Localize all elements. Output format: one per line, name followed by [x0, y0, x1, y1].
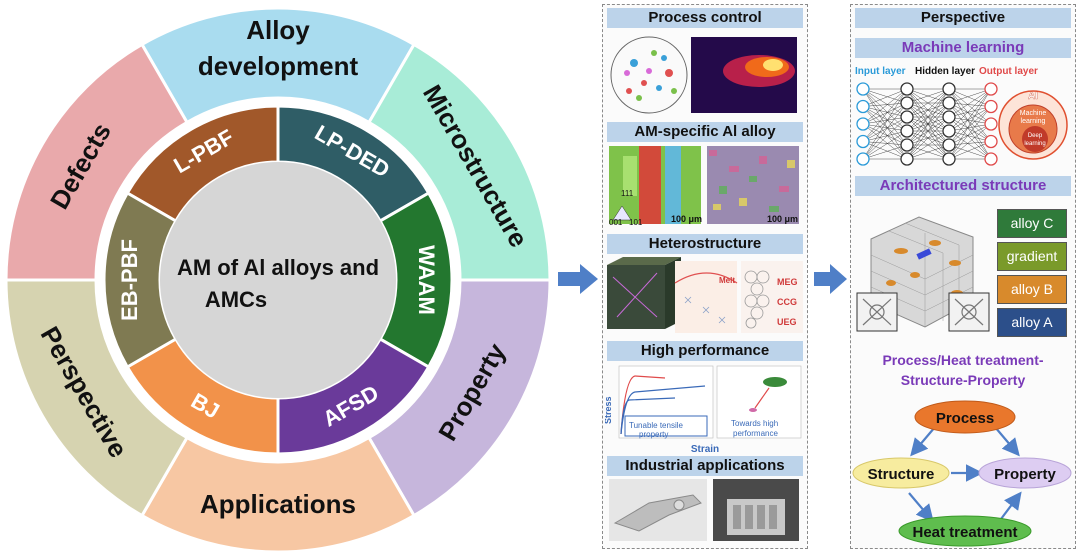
nn-node: [900, 110, 914, 124]
nn-node: [900, 96, 914, 110]
dl-small-label-1: Deep: [1028, 133, 1043, 139]
nn-node: [942, 152, 956, 166]
scale-bar-right-label: 100 μm: [767, 214, 798, 224]
wheel-diagram: AlloydevelopmentMicrostructurePropertyAp…: [4, 6, 552, 554]
heat-treatment-node: [898, 515, 1032, 547]
outer-label-applications: Applications: [200, 489, 356, 519]
neural-network-diagram: AI Machine learning Deep learning: [856, 82, 1068, 166]
am-alloy-heading: AM-specific Al alloy: [607, 122, 803, 142]
outer-label-alloy-development-line2: development: [198, 51, 359, 81]
arrow-to-middle-icon: [558, 264, 598, 294]
melt-label: Melt: [719, 276, 735, 285]
property-node: [978, 457, 1072, 489]
wheel-center-title-line1: AM of Al alloys and: [177, 255, 379, 280]
towards-label-2: performance: [733, 429, 778, 438]
nn-node: [856, 82, 870, 96]
nn-node: [984, 117, 998, 131]
high-performance-plots: Stress Tunable tensile property Towards …: [605, 365, 802, 455]
pshp-heading-line2: Structure-Property: [900, 372, 1026, 388]
am-alloy-images: 111 001 101 100 μm 100 μm: [609, 146, 799, 226]
pshp-heading-line1: Process/Heat treatment-: [882, 352, 1044, 368]
towards-label-1: Towards high: [731, 419, 778, 428]
process-control-images: [610, 36, 797, 114]
alloy-legend-alloy-A: alloy A: [997, 308, 1067, 337]
outer-label-alloy-development-line1: Alloy: [246, 15, 310, 45]
tunable-label-2: property: [639, 430, 668, 439]
structure-node: [852, 457, 950, 489]
machine-learning-heading: Machine learning: [855, 38, 1071, 58]
ebsd-101-label: 101: [629, 218, 643, 226]
nn-node: [856, 117, 870, 131]
wheel-center-disc: [160, 162, 396, 398]
strain-axis-label: Strain: [691, 444, 719, 455]
nn-node: [900, 82, 914, 96]
nn-node: [942, 110, 956, 124]
ai-label: AI: [1028, 91, 1038, 102]
nn-node: [942, 138, 956, 152]
ebsd-111-label: 111: [621, 189, 634, 198]
architectured-structure-heading: Architectured structure: [855, 176, 1071, 196]
alloy-legend: alloy C gradient alloy B alloy A: [997, 209, 1067, 341]
stress-axis-label: Stress: [605, 396, 613, 424]
ccg-label: CCG: [777, 297, 797, 307]
process-structure-property-diagram: Process Structure Property Heat treatmen…: [852, 400, 1072, 547]
structure-label: Structure: [868, 466, 935, 483]
arrow-to-right-icon: [814, 264, 847, 294]
ml-small-label-2: learning: [1021, 118, 1046, 125]
alloy-legend-alloy-B: alloy B: [997, 275, 1067, 304]
property-label: Property: [994, 466, 1056, 483]
nn-node: [942, 96, 956, 110]
nn-node: [900, 124, 914, 138]
outer-ring: AlloydevelopmentMicrostructurePropertyAp…: [4, 6, 552, 554]
middle-panel: Process control AM-specific Al alloy 111…: [602, 4, 808, 549]
ml-small-label-1: Machine: [1020, 110, 1047, 117]
output-layer-label: Output layer: [979, 66, 1038, 77]
inner-label-eb-pbf: EB-PBF: [117, 239, 142, 321]
nn-node: [942, 124, 956, 138]
alloy-legend-gradient: gradient: [997, 242, 1067, 271]
ueg-label: UEG: [777, 317, 797, 327]
alloy-legend-alloy-C: alloy C: [997, 209, 1067, 238]
high-performance-heading: High performance: [607, 341, 803, 361]
scale-bar-left-label: 100 μm: [671, 214, 702, 224]
ebsd-001-label: 001: [609, 218, 623, 226]
tunable-label-1: Tunable tensile: [629, 421, 684, 430]
nn-node: [900, 152, 914, 166]
process-label: Process: [936, 410, 994, 427]
dl-small-label-2: learning: [1024, 141, 1045, 147]
process-node: [914, 400, 1016, 434]
nn-node: [984, 82, 998, 96]
wheel-center-title-line2: AMCs: [205, 287, 267, 312]
input-layer-label: Input layer: [855, 66, 906, 77]
nn-node: [984, 134, 998, 149]
perspective-heading: Perspective: [855, 8, 1071, 28]
nn-node: [900, 138, 914, 152]
heterostructure-heading: Heterostructure: [607, 234, 803, 254]
nn-node: [856, 134, 870, 149]
nn-node: [942, 82, 956, 96]
meg-label: MEG: [777, 277, 798, 287]
nn-node: [856, 152, 870, 166]
hidden-layer-label: Hidden layer: [915, 66, 976, 77]
nn-node: [984, 99, 998, 114]
industrial-applications-heading: Industrial applications: [607, 456, 803, 476]
nn-node: [856, 99, 870, 114]
nn-node: [984, 152, 998, 166]
right-panel: Perspective Machine learning Input layer…: [850, 4, 1076, 549]
industrial-application-images: [609, 479, 799, 541]
heterostructure-images: Melt MEG CCG UEG: [607, 257, 803, 333]
outer-segment-defects: [4, 42, 190, 282]
process-control-heading: Process control: [607, 8, 803, 28]
inner-label-waam: WAAM: [414, 245, 439, 315]
heat-treatment-label: Heat treatment: [912, 524, 1017, 541]
pshp-heading: Process/Heat treatment- Structure-Proper…: [851, 350, 1075, 390]
lattice-structure-image: [856, 216, 990, 332]
